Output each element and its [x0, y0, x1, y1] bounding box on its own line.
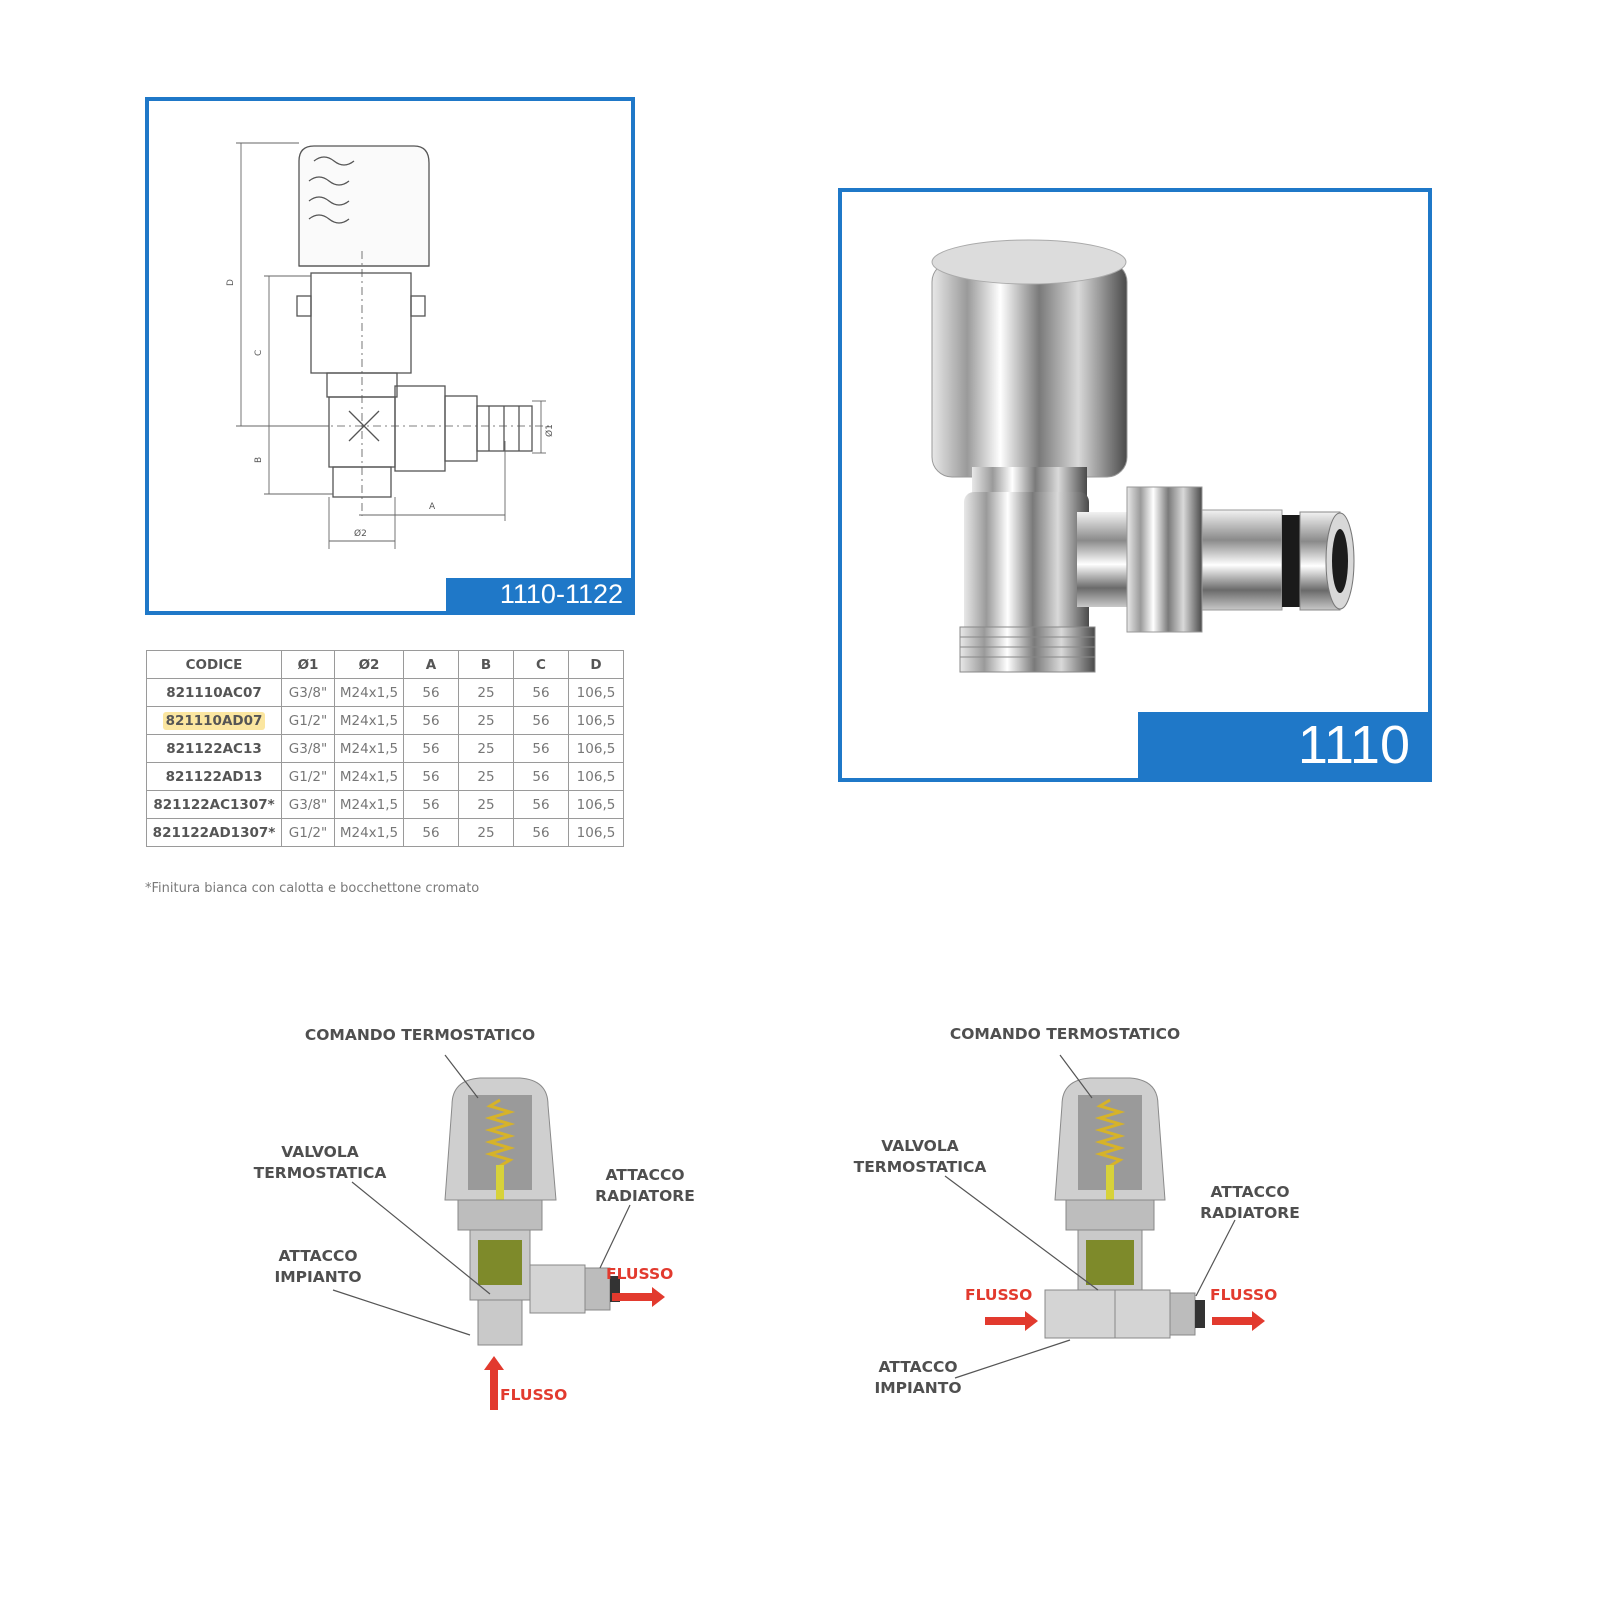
table-row: 821122AD13 G1/2" M24x1,5 56 25 56 106,5	[146, 762, 624, 791]
angle-radiatore-line2: RADIATORE	[595, 1187, 695, 1205]
cell-c: 56	[513, 734, 569, 763]
footnote: *Finitura bianca con calotta e bocchetto…	[145, 881, 480, 896]
cell-d1: G1/2"	[281, 762, 335, 791]
cell-c: 56	[513, 678, 569, 707]
dim-label-d1: Ø1	[544, 424, 555, 437]
cell-b: 25	[458, 678, 514, 707]
dim-label-b: B	[254, 457, 264, 463]
cell-d1: G1/2"	[281, 818, 335, 847]
product-photo-panel: 1110	[838, 188, 1432, 782]
table-row: 821122AC13 G3/8" M24x1,5 56 25 56 106,5	[146, 734, 624, 763]
cell-code: 821110AD07	[146, 706, 282, 735]
angle-comando-label: COMANDO TERMOSTATICO	[304, 1026, 536, 1044]
cell-code: 821122AD13	[146, 762, 282, 791]
valve-technical-drawing: D C B A Ø1 Ø2	[226, 142, 555, 549]
cell-code: 821122AC1307*	[146, 790, 282, 819]
product-code-text: 1110	[1297, 715, 1410, 775]
table-row: 821110AC07 G3/8" M24x1,5 56 25 56 106,5	[146, 678, 624, 707]
straight-valvola-label: VALVOLA TERMOSTATICA	[845, 1136, 995, 1178]
angle-valvola-line2: TERMOSTATICA	[253, 1164, 387, 1182]
cell-d2: M24x1,5	[334, 818, 404, 847]
dim-label-a: A	[429, 502, 436, 512]
angle-impianto-line1: ATTACCO	[278, 1247, 358, 1265]
cell-a: 56	[403, 678, 459, 707]
straight-flusso-out-label: FLUSSO	[1210, 1286, 1278, 1304]
cell-c: 56	[513, 790, 569, 819]
straight-impianto-line1: ATTACCO	[878, 1358, 958, 1376]
valve-product-photo	[931, 239, 1355, 673]
cell-c: 56	[513, 762, 569, 791]
table-row: 821122AD1307* G1/2" M24x1,5 56 25 56 106…	[146, 818, 624, 847]
straight-radiatore-line1: ATTACCO	[1210, 1183, 1290, 1201]
highlighted-code: 821110AD07	[162, 711, 266, 730]
cell-a: 56	[403, 762, 459, 791]
straight-radiatore-line2: RADIATORE	[1200, 1204, 1300, 1222]
cell-d: 106,5	[568, 762, 624, 791]
spec-table: CODICE Ø1 Ø2 A B C D 821110AC07 G3/8" M2…	[146, 650, 624, 847]
cell-c: 56	[513, 818, 569, 847]
cell-d1: G3/8"	[281, 678, 335, 707]
straight-radiatore-label: ATTACCO RADIATORE	[1195, 1182, 1305, 1224]
cell-d2: M24x1,5	[334, 706, 404, 735]
angle-valvola-label: VALVOLA TERMOSTATICA	[245, 1142, 395, 1184]
straight-flusso-in-label: FLUSSO	[965, 1286, 1033, 1304]
cell-c: 56	[513, 706, 569, 735]
drawing-code-text: 1110-1122	[499, 579, 623, 609]
table-row: 821122AC1307* G3/8" M24x1,5 56 25 56 106…	[146, 790, 624, 819]
straight-impianto-label: ATTACCO IMPIANTO	[868, 1357, 968, 1399]
dim-label-d2: Ø2	[354, 528, 367, 539]
angle-flusso-out-label: FLUSSO	[606, 1265, 674, 1283]
angle-impianto-line2: IMPIANTO	[274, 1268, 362, 1286]
cell-d2: M24x1,5	[334, 678, 404, 707]
straight-valvola-line2: TERMOSTATICA	[853, 1158, 987, 1176]
angle-radiatore-line1: ATTACCO	[605, 1166, 685, 1184]
cell-d2: M24x1,5	[334, 734, 404, 763]
drawing-code-tag: 1110-1122	[446, 578, 631, 611]
product-code-tag: 1110	[1138, 712, 1428, 778]
col-header-c: C	[513, 650, 569, 679]
angle-flusso-in-label: FLUSSO	[500, 1386, 568, 1404]
straight-comando-label: COMANDO TERMOSTATICO	[949, 1025, 1181, 1043]
straight-impianto-line2: IMPIANTO	[874, 1379, 962, 1397]
dim-label-c: C	[254, 350, 264, 356]
cell-d: 106,5	[568, 818, 624, 847]
angle-radiatore-label: ATTACCO RADIATORE	[590, 1165, 700, 1207]
cell-code: 821122AD1307*	[146, 818, 282, 847]
angle-valvola-line1: VALVOLA	[281, 1143, 359, 1161]
angle-impianto-label: ATTACCO IMPIANTO	[268, 1246, 368, 1288]
straight-valvola-line1: VALVOLA	[881, 1137, 959, 1155]
cell-a: 56	[403, 818, 459, 847]
cell-d: 106,5	[568, 734, 624, 763]
cell-code: 821122AC13	[146, 734, 282, 763]
technical-drawing-panel: D C B A Ø1 Ø2 1110-1122	[145, 97, 635, 615]
dim-label-d: D	[226, 279, 236, 286]
cell-a: 56	[403, 790, 459, 819]
table-row: 821110AD07 G1/2" M24x1,5 56 25 56 106,5	[146, 706, 624, 735]
cell-code: 821110AC07	[146, 678, 282, 707]
